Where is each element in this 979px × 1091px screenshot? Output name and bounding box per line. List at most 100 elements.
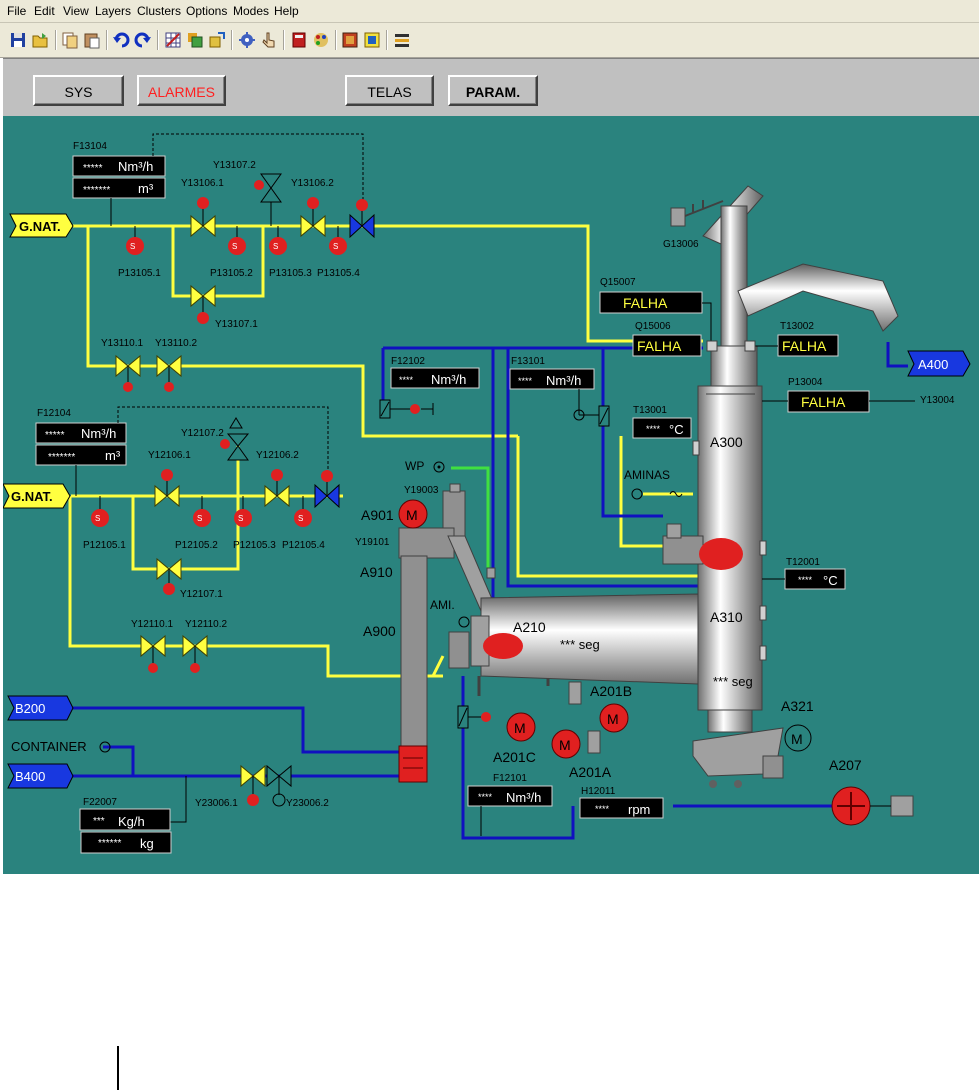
valve-y13106-2[interactable] — [300, 197, 326, 238]
drive-a201b[interactable] — [568, 681, 582, 705]
grid-icon[interactable] — [164, 31, 182, 49]
menu-view[interactable]: View — [63, 4, 89, 18]
copy-icon[interactable] — [61, 31, 79, 49]
feeder-a910[interactable] — [398, 483, 496, 783]
gas-inlet-bottom[interactable]: G.NAT. — [3, 483, 71, 509]
open-icon[interactable] — [31, 31, 49, 49]
layers-icon[interactable] — [186, 31, 204, 49]
pointer-icon[interactable] — [260, 31, 278, 49]
motor-a201a[interactable]: M — [551, 729, 601, 759]
list-icon[interactable] — [393, 31, 411, 49]
display-f12102[interactable]: **** Nm³/h — [390, 367, 480, 389]
settings-icon[interactable] — [238, 31, 256, 49]
svg-text:S: S — [130, 242, 135, 251]
valve-y13110-2[interactable] — [156, 354, 182, 392]
display-f13101[interactable]: **** Nm³/h — [509, 368, 595, 390]
discharge-a321[interactable] — [692, 727, 784, 788]
menu-clusters[interactable]: Clusters — [137, 4, 182, 18]
valve-y12105-control[interactable] — [314, 470, 340, 509]
menu-edit[interactable]: Edit — [34, 4, 55, 18]
a400-outlet[interactable]: A400 — [907, 350, 971, 377]
fan-a207[interactable] — [831, 786, 914, 826]
menu-layers[interactable]: Layers — [95, 4, 132, 18]
tag-a210: A210 — [513, 619, 546, 635]
pressure-switches-13105[interactable]: S S S S — [126, 237, 347, 255]
valve-y13107-2[interactable] — [254, 173, 282, 226]
reactor-column-a300[interactable] — [692, 185, 899, 733]
menu-file[interactable]: File — [7, 4, 27, 18]
valve-y13106-1[interactable] — [190, 197, 216, 238]
tag-y13107-1: Y13107.1 — [215, 319, 258, 330]
valve-y12107-2[interactable] — [220, 417, 250, 461]
rotary-kiln-a210[interactable] — [448, 593, 699, 696]
display-t13001[interactable]: **** °C — [632, 417, 692, 439]
status-p13004[interactable]: FALHA — [787, 390, 870, 413]
tag-f13101: F13101 — [511, 356, 545, 367]
save-icon[interactable] — [9, 31, 27, 49]
display-t12001[interactable]: **** °C — [784, 568, 846, 590]
valve-y12106-1[interactable] — [154, 469, 180, 508]
svg-text:*****: ***** — [45, 430, 65, 441]
display-h12011[interactable]: **** rpm — [579, 797, 664, 819]
b200-inlet[interactable]: B200 — [7, 695, 74, 721]
valve-y13107-1[interactable] — [190, 284, 216, 324]
motor-a201b[interactable]: M — [599, 703, 629, 733]
tag-y19003: Y19003 — [404, 485, 439, 496]
screens-button[interactable]: TELAS — [345, 75, 434, 106]
tag-a207: A207 — [829, 757, 862, 773]
tag-y13106-2: Y13106.2 — [291, 178, 334, 189]
valve-y23006-2[interactable] — [266, 764, 292, 807]
parameters-button[interactable]: PARAM. — [448, 75, 538, 106]
paste-icon[interactable] — [83, 31, 101, 49]
process-synoptic: G.NAT. G.NAT. B200 B400 A400 CONTAINER F… — [3, 116, 979, 874]
menu-help[interactable]: Help — [274, 4, 299, 18]
valve-y13105-control[interactable] — [349, 199, 375, 239]
tag-y12110-2: Y12110.2 — [185, 619, 228, 630]
motor-a901[interactable]: M — [398, 499, 428, 529]
valve-y12106-2[interactable] — [264, 469, 290, 508]
status-q15006[interactable]: FALHA — [632, 334, 702, 357]
undo-icon[interactable] — [112, 31, 130, 49]
alarms-button[interactable]: ALARMES — [137, 75, 226, 106]
move-icon[interactable] — [208, 31, 226, 49]
svg-text:Nm³/h: Nm³/h — [81, 426, 116, 441]
window-icon[interactable] — [341, 31, 359, 49]
gas-inlet-top[interactable]: G.NAT. — [9, 213, 74, 238]
sys-button[interactable]: SYS — [33, 75, 124, 106]
menu-options[interactable]: Options — [186, 4, 228, 18]
svg-text:S: S — [95, 514, 100, 523]
menu-modes[interactable]: Modes — [233, 4, 270, 18]
page-divider — [117, 1046, 119, 1090]
display-f22007[interactable]: *** Kg/h ****** kg — [79, 808, 172, 854]
ami-connector — [458, 616, 470, 628]
motor-a321[interactable]: M — [784, 724, 812, 752]
burner-a300[interactable] — [662, 523, 743, 570]
motor-a201c[interactable]: M — [506, 712, 536, 742]
book-icon[interactable] — [290, 31, 308, 49]
tag-y13004: Y13004 — [920, 395, 955, 406]
display-f12104[interactable]: ***** Nm³/h ******* m³ — [35, 422, 127, 466]
valve-y12110-2[interactable] — [182, 634, 208, 673]
svg-text:M: M — [406, 507, 418, 523]
flow-transmitter-f13101[interactable] — [573, 389, 610, 427]
image-icon[interactable] — [363, 31, 381, 49]
redo-icon[interactable] — [134, 31, 152, 49]
valve-y23006-1[interactable] — [240, 764, 266, 806]
gas-analyzer-g13006[interactable] — [670, 200, 724, 227]
b400-inlet[interactable]: B400 — [7, 763, 74, 789]
valve-y13110-1[interactable] — [115, 354, 141, 392]
status-t13002[interactable]: FALHA — [777, 334, 839, 357]
flow-transmitter-f12102[interactable] — [379, 399, 434, 419]
flow-transmitter-f12101[interactable] — [457, 705, 491, 729]
valve-y12107-1[interactable] — [156, 557, 182, 595]
status-q15007[interactable]: FALHA — [599, 291, 703, 314]
svg-text:S: S — [298, 514, 303, 523]
display-f12101[interactable]: **** Nm³/h — [467, 785, 553, 807]
svg-text:****: **** — [646, 424, 661, 434]
svg-text:M: M — [559, 737, 571, 753]
tag-a900: A900 — [363, 623, 396, 639]
valve-y12110-1[interactable] — [140, 634, 166, 673]
display-f13104[interactable]: ***** Nm³/h ******* m³ — [72, 155, 166, 199]
palette-icon[interactable] — [312, 31, 330, 49]
pressure-switches-12105[interactable]: S S S S — [91, 509, 312, 527]
